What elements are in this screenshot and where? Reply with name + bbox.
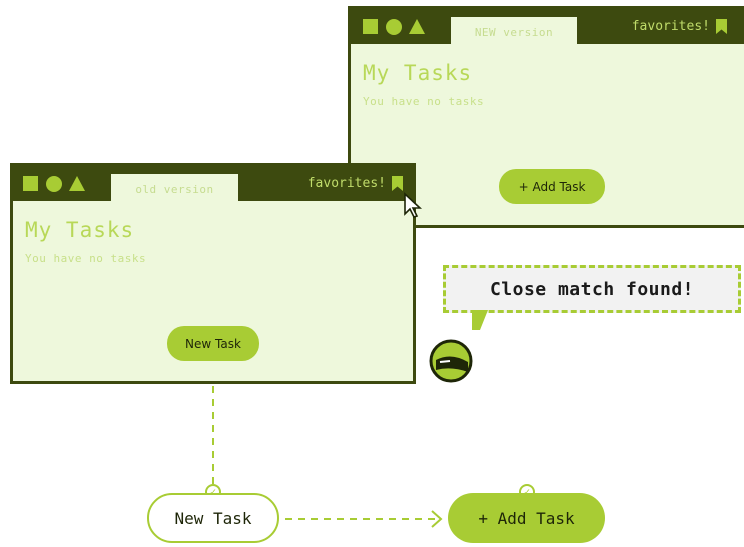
window-toolbar: old version favorites! (13, 166, 413, 204)
favorites-label: favorites! (631, 19, 710, 34)
page-title: My Tasks (363, 61, 473, 85)
page-title: My Tasks (25, 218, 135, 242)
favorites-label: favorites! (307, 176, 386, 191)
bookmark-icon (392, 176, 403, 191)
flow-add-task-pill: + Add Task (448, 493, 605, 543)
mouse-cursor-icon (404, 192, 423, 218)
circle-icon (386, 19, 402, 35)
square-icon (23, 176, 38, 191)
empty-state-text: You have no tasks (25, 252, 147, 265)
speech-bubble: Close match found! (443, 265, 741, 313)
tab-old-version[interactable]: old version (111, 174, 238, 204)
flow-from-label: New Task (174, 508, 252, 528)
triangle-icon (69, 176, 85, 191)
window-toolbar: NEW version favorites! (351, 9, 744, 47)
tab-new-version[interactable]: NEW version (451, 17, 577, 47)
new-task-button[interactable]: New Task (167, 326, 259, 361)
old-version-window: old version favorites! My Tasks You have… (10, 163, 416, 384)
add-task-button[interactable]: + Add Task (499, 169, 605, 204)
favorites-button[interactable]: favorites! (632, 19, 727, 34)
arrowhead-icon (431, 510, 443, 528)
helmet-icon (429, 339, 473, 383)
speech-text: Close match found! (489, 278, 695, 300)
square-icon (363, 19, 378, 34)
empty-state-text: You have no tasks (363, 95, 485, 108)
speech-bubble-tail (472, 310, 488, 330)
favorites-button[interactable]: favorites! (308, 176, 403, 191)
flow-new-task-pill: New Task (147, 493, 279, 543)
circle-icon (46, 176, 62, 192)
triangle-icon (409, 19, 425, 34)
flow-to-label: + Add Task (478, 508, 575, 528)
bookmark-icon (716, 19, 727, 34)
